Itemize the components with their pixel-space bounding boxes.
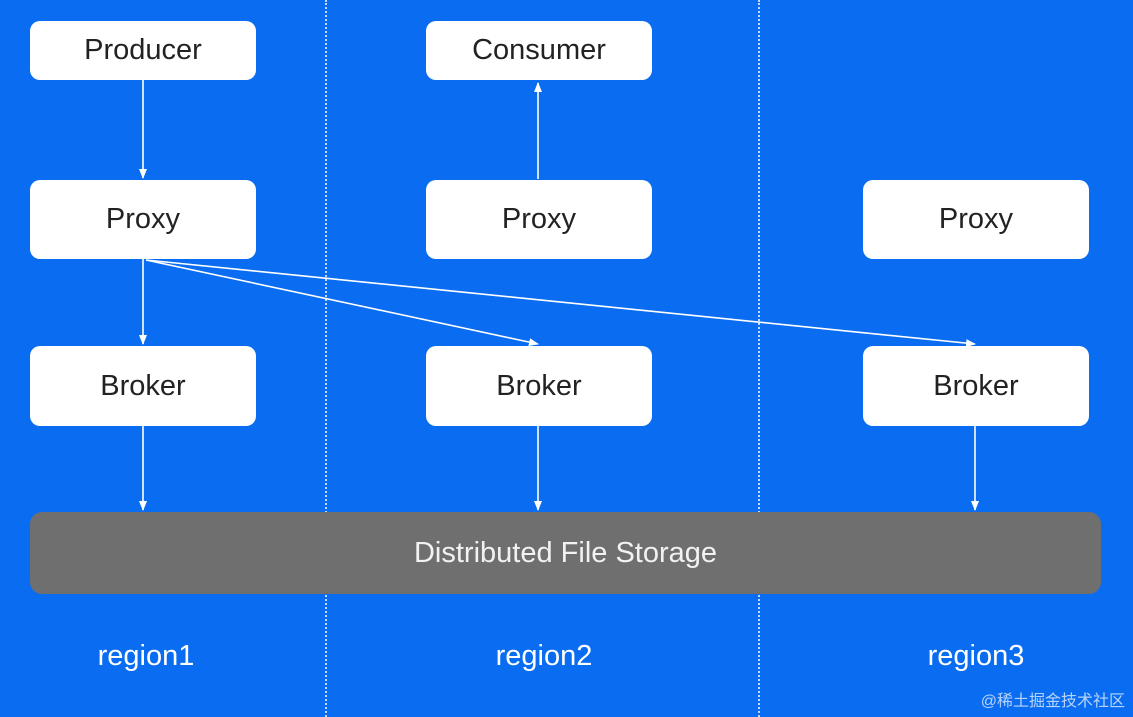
producer-node: Producer xyxy=(30,21,256,80)
region-label-3: region3 xyxy=(927,640,1025,672)
region-divider-2 xyxy=(758,0,760,717)
broker-node-region3: Broker xyxy=(863,346,1089,426)
region-label-2: region2 xyxy=(495,640,593,672)
arrow-proxy-to-broker2 xyxy=(145,259,539,347)
distributed-file-storage: Distributed File Storage xyxy=(30,512,1101,594)
region-divider-1 xyxy=(325,0,327,717)
broker-node-region1: Broker xyxy=(30,346,256,426)
broker-node-region2: Broker xyxy=(426,346,652,426)
proxy-node-region3: Proxy xyxy=(863,180,1089,259)
proxy-node-region1: Proxy xyxy=(30,180,256,259)
watermark: @稀土掘金技术社区 xyxy=(980,693,1125,710)
arrow-proxy-to-broker3 xyxy=(145,259,976,348)
consumer-node: Consumer xyxy=(426,21,652,80)
proxy-node-region2: Proxy xyxy=(426,180,652,259)
region-label-1: region1 xyxy=(97,640,195,672)
